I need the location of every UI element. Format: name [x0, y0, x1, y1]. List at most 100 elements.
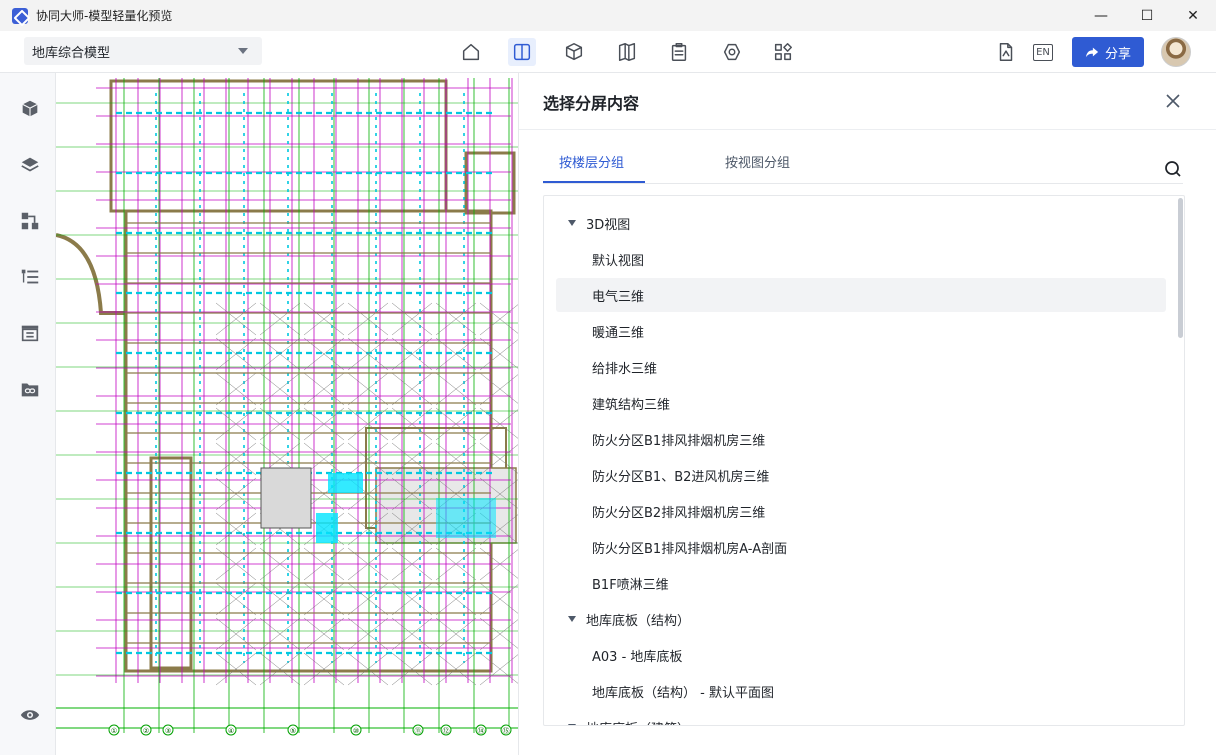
tree-item[interactable]: 地库底板（结构） - 默认平面图	[556, 674, 1166, 708]
tree-scrollbar[interactable]	[1178, 198, 1183, 338]
cad-line	[391, 512, 433, 546]
cad-line	[435, 442, 477, 476]
layers-icon	[21, 157, 39, 172]
grid-label: ⑫	[443, 727, 450, 735]
panel-close-button[interactable]	[1163, 91, 1183, 111]
cad-line	[215, 372, 257, 406]
tree-item-label: 地库底板（结构） - 默认平面图	[592, 685, 774, 701]
sidebar-item-model[interactable]	[18, 97, 42, 121]
tree-group[interactable]: 地库底板（建筑）	[556, 710, 1166, 726]
grid-bubble	[225, 724, 237, 736]
maximize-button[interactable]: ☐	[1140, 7, 1154, 24]
cad-line	[479, 339, 518, 371]
tree-item[interactable]: 防火分区B2排风排烟机房三维	[556, 494, 1166, 528]
language-button[interactable]: EN	[1029, 38, 1057, 66]
home-button[interactable]	[457, 38, 485, 66]
cad-line	[303, 372, 345, 406]
cad-line	[479, 584, 518, 616]
cad-line	[435, 407, 477, 441]
sidebar-item-list[interactable]	[18, 265, 42, 289]
split-screen-button[interactable]	[508, 38, 536, 66]
grid-label: ③	[165, 727, 171, 735]
cad-line	[215, 302, 257, 336]
cad-line	[479, 304, 518, 336]
tree-item[interactable]: 防火分区B1、B2进风机房三维	[556, 458, 1166, 492]
grid-bubble	[440, 724, 452, 736]
grid-bubble	[287, 724, 299, 736]
cad-line	[479, 444, 518, 476]
grid-label: ⑤	[290, 727, 296, 735]
sidebar-item-visibility[interactable]	[18, 703, 42, 727]
model-button[interactable]	[560, 38, 588, 66]
avatar[interactable]	[1161, 37, 1191, 67]
tree-item[interactable]: 防火分区B1排风排烟机房A-A剖面	[556, 530, 1166, 564]
caret-down-icon[interactable]	[568, 616, 576, 622]
sidebar-item-structure[interactable]	[18, 209, 42, 233]
share-button[interactable]: 分享	[1072, 37, 1144, 67]
apps-button[interactable]	[769, 38, 797, 66]
cad-line	[303, 652, 345, 686]
grid-label: ⑭	[478, 727, 485, 735]
tree-item-label: 地库底板（建筑）	[586, 718, 690, 726]
cad-line	[215, 442, 257, 476]
cad-line	[435, 652, 477, 686]
share-arrow-icon	[1085, 47, 1099, 58]
tree-item-label: 暖通三维	[592, 325, 645, 341]
book-icon	[618, 43, 636, 61]
tab-by-view[interactable]: 按视图分组	[725, 152, 790, 183]
close-window-button[interactable]: ✕	[1187, 7, 1199, 24]
tab-by-floor-label: 按楼层分组	[559, 156, 625, 171]
cad-line	[435, 302, 477, 336]
drawing-book-button[interactable]	[613, 38, 641, 66]
tab-by-floor[interactable]: 按楼层分组	[559, 152, 624, 183]
cad-line	[259, 302, 301, 336]
model-select-value: 地库综合模型	[32, 45, 111, 61]
tree-item[interactable]: 防火分区B1排风排烟机房三维	[556, 422, 1166, 456]
cad-line	[479, 549, 518, 581]
cad-line	[259, 372, 301, 406]
clipboard-button[interactable]	[665, 38, 693, 66]
tree-item[interactable]: B1F喷淋三维	[556, 566, 1166, 600]
cad-line	[347, 652, 389, 686]
grid-label: ⑪	[415, 727, 422, 735]
settings-hex-icon	[723, 43, 741, 61]
grid-bubble	[500, 724, 512, 736]
eye-icon	[20, 710, 40, 720]
main-toolbar: 地库综合模型 EN 分享	[0, 31, 1216, 73]
cad-line	[303, 617, 345, 651]
tree-item[interactable]: 暖通三维	[556, 314, 1166, 348]
tree-group[interactable]: 地库底板（结构）	[556, 602, 1166, 636]
link-folder-icon	[21, 383, 39, 397]
cad-line	[259, 617, 301, 651]
pdf-export-button[interactable]	[992, 38, 1020, 66]
sidebar-item-archive[interactable]	[18, 321, 42, 345]
cad-line	[215, 617, 257, 651]
cad-line	[347, 372, 389, 406]
cube-icon	[22, 100, 38, 117]
caret-down-icon[interactable]	[568, 724, 576, 725]
apps-icon	[774, 43, 792, 61]
tree-item[interactable]: 给排水三维	[556, 350, 1166, 384]
tree-item[interactable]: 默认视图	[556, 242, 1166, 276]
chevron-down-icon	[238, 48, 248, 54]
search-button[interactable]	[1163, 159, 1183, 179]
grid-bubble	[350, 724, 362, 736]
tree-item-label: 地库底板（结构）	[586, 613, 691, 629]
grid-label: ②	[143, 727, 149, 735]
tree-item-label: A03 - 地库底板	[592, 649, 683, 665]
close-icon	[1166, 94, 1180, 108]
sidebar-item-layers[interactable]	[18, 153, 42, 177]
tree-item[interactable]: 建筑结构三维	[556, 386, 1166, 420]
caret-down-icon[interactable]	[568, 220, 576, 226]
minimize-button[interactable]: —	[1094, 7, 1108, 24]
model-select[interactable]: 地库综合模型	[24, 37, 262, 65]
tree-group[interactable]: 3D视图	[556, 206, 1166, 240]
tree-item[interactable]: A03 - 地库底板	[556, 638, 1166, 672]
settings-button[interactable]	[718, 38, 746, 66]
tree-item[interactable]: 电气三维	[556, 278, 1166, 312]
sidebar-item-links[interactable]	[18, 377, 42, 401]
panel-header: 选择分屏内容	[519, 73, 1216, 130]
cad-line	[259, 582, 301, 616]
